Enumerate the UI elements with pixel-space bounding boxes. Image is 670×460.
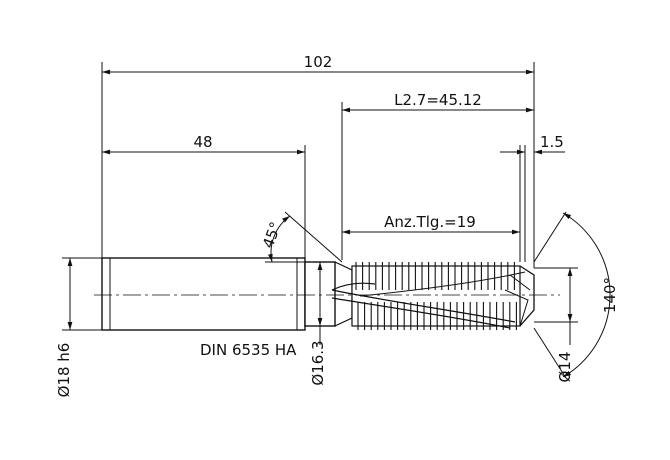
dimension-shank-length: 48 bbox=[102, 133, 305, 155]
shank-length-label: 48 bbox=[193, 133, 212, 151]
extension-lines bbox=[101, 62, 535, 268]
dimension-neck-diameter: Ø16.3 bbox=[309, 262, 327, 386]
tool-shank bbox=[101, 257, 353, 331]
dimension-cut-length: L2.7=45.12 bbox=[342, 91, 534, 113]
shank-diameter-label: Ø18 h6 bbox=[55, 343, 73, 398]
dimension-thread-count: Anz.Tlg.=19 bbox=[342, 213, 520, 235]
tip-offset-label: 1.5 bbox=[540, 133, 564, 151]
dimension-point-angle: 140° bbox=[533, 211, 619, 379]
dimension-overall-length: 102 bbox=[102, 53, 534, 75]
dimension-chamfer-angle: 45° bbox=[259, 211, 343, 263]
dimension-tip-diameter: Ø14 bbox=[534, 267, 578, 383]
tip-diameter-label: Ø14 bbox=[556, 352, 574, 383]
standard-label: DIN 6535 HA bbox=[200, 341, 297, 359]
cut-length-label: L2.7=45.12 bbox=[394, 91, 482, 109]
dimension-tip-offset: 1.5 bbox=[500, 133, 565, 155]
thread-count-label: Anz.Tlg.=19 bbox=[384, 213, 476, 231]
thread-section bbox=[331, 262, 535, 330]
overall-length-label: 102 bbox=[304, 53, 333, 71]
neck-diameter-label: Ø16.3 bbox=[309, 340, 327, 385]
dimension-shank-diameter: Ø18 h6 bbox=[55, 257, 102, 398]
point-angle-label: 140° bbox=[601, 277, 619, 313]
